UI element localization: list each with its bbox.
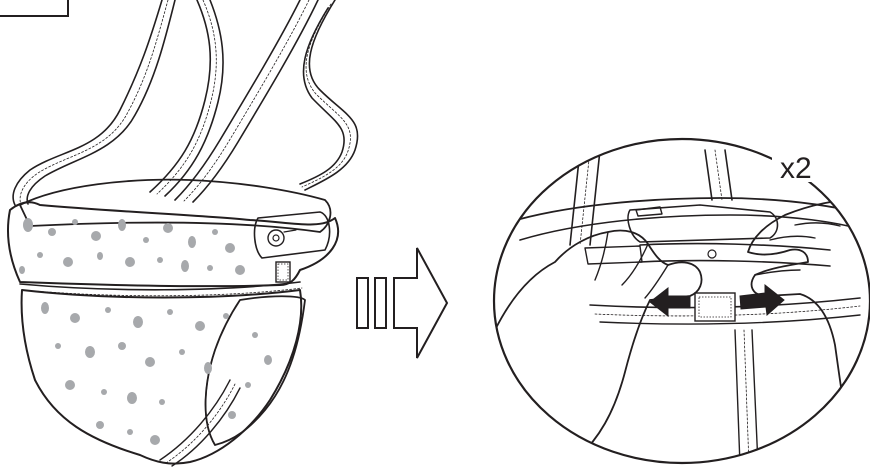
bag-body [22, 290, 302, 464]
detail-zoom-circle: x2 [490, 135, 870, 465]
repeat-count-label: x2 [780, 152, 812, 185]
shoulder-straps [13, 0, 358, 205]
hollow-right-arrow-icon [357, 248, 447, 358]
step-number-box [0, 0, 68, 16]
bag-opening [20, 180, 330, 232]
buckle-icon [255, 212, 330, 258]
bag-cover-illustration [8, 0, 358, 466]
